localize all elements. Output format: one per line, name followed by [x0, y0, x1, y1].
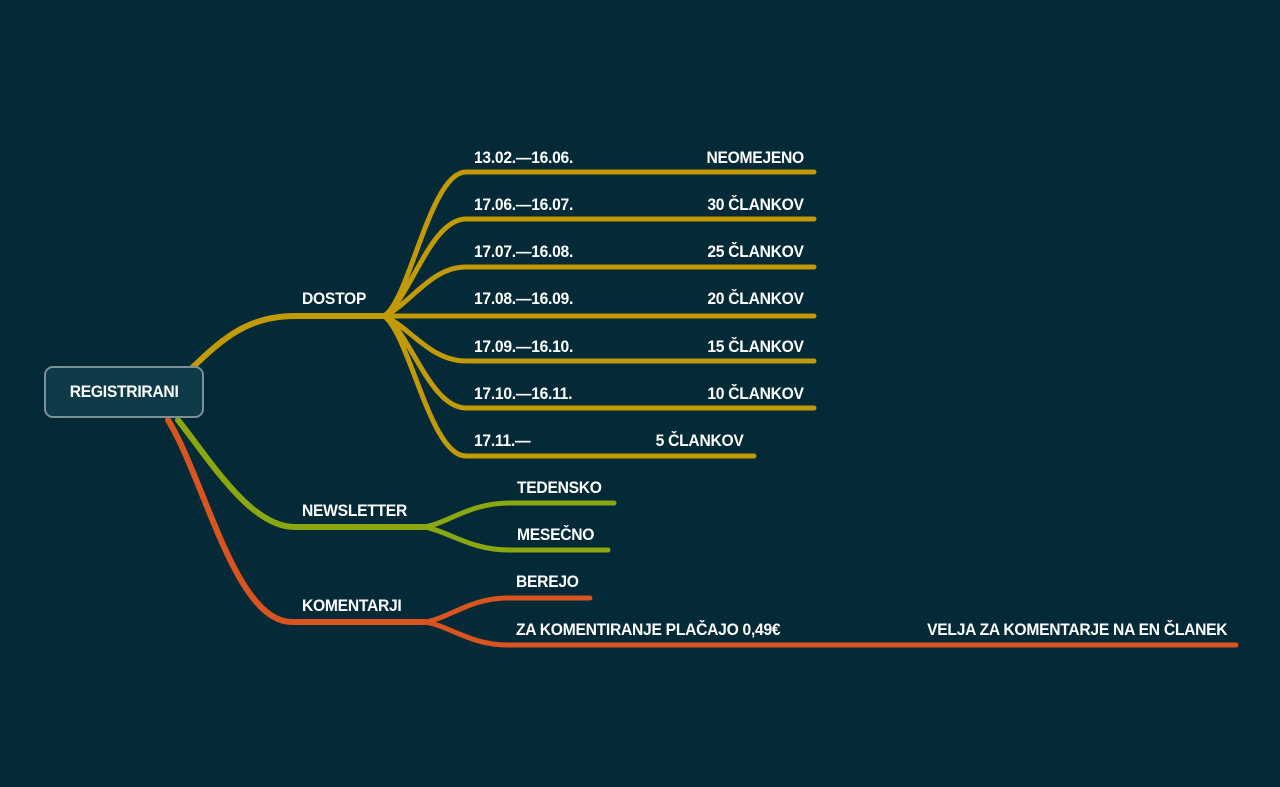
connector-root-newsletter	[175, 417, 428, 530]
connector-dostop-3	[381, 264, 817, 319]
dostop-period-4[interactable]: 17.08.—16.09.	[474, 289, 574, 308]
connector-komentarji-2	[422, 619, 1239, 648]
dostop-period-5[interactable]: 17.09.—16.10.	[474, 337, 574, 356]
dostop-value-2[interactable]: 30 ČLANKOV	[707, 195, 805, 214]
branch-label-komentarji[interactable]: KOMENTARJI	[302, 596, 402, 615]
dostop-period-2[interactable]: 17.06.—16.07.	[474, 195, 574, 214]
connector-komentarji-1	[422, 595, 593, 625]
dostop-value-5[interactable]: 15 ČLANKOV	[707, 337, 805, 356]
root-node[interactable]: REGISTRIRANI	[44, 366, 204, 418]
branch-label-dostop[interactable]: DOSTOP	[302, 289, 367, 308]
dostop-period-3[interactable]: 17.07.—16.08.	[474, 242, 574, 261]
komentarji-item-2[interactable]: ZA KOMENTIRANJE PLAČAJO 0,49€	[516, 620, 781, 639]
dostop-period-6[interactable]: 17.10.—16.11.	[474, 384, 573, 403]
connector-dostop-2	[381, 216, 817, 319]
dostop-period-7[interactable]: 17.11.—	[474, 431, 531, 450]
dostop-value-4[interactable]: 20 ČLANKOV	[707, 289, 805, 308]
connector-root-komentarji	[165, 417, 428, 625]
dostop-period-1[interactable]: 13.02.—16.06.	[474, 148, 574, 167]
connector-newsletter-1	[422, 500, 617, 530]
dostop-value-6[interactable]: 10 ČLANKOV	[707, 384, 805, 403]
dostop-value-1[interactable]: NEOMEJENO	[706, 148, 805, 167]
newsletter-item-1[interactable]: TEDENSKO	[517, 478, 602, 497]
komentarji-item-1[interactable]: BEREJO	[516, 572, 579, 591]
newsletter-item-2[interactable]: MESEČNO	[517, 525, 595, 544]
connector-newsletter-2	[422, 524, 611, 553]
connector-dostop-7	[381, 313, 757, 459]
branch-label-newsletter[interactable]: NEWSLETTER	[302, 501, 407, 520]
komentarji-item-2-note[interactable]: VELJA ZA KOMENTARJE NA EN ČLANEK	[926, 620, 1227, 639]
connector-root-dostop	[189, 313, 387, 371]
root-label: REGISTRIRANI	[69, 382, 179, 401]
dostop-value-7[interactable]: 5 ČLANKOV	[656, 431, 744, 450]
dostop-value-3[interactable]: 25 ČLANKOV	[707, 242, 805, 261]
